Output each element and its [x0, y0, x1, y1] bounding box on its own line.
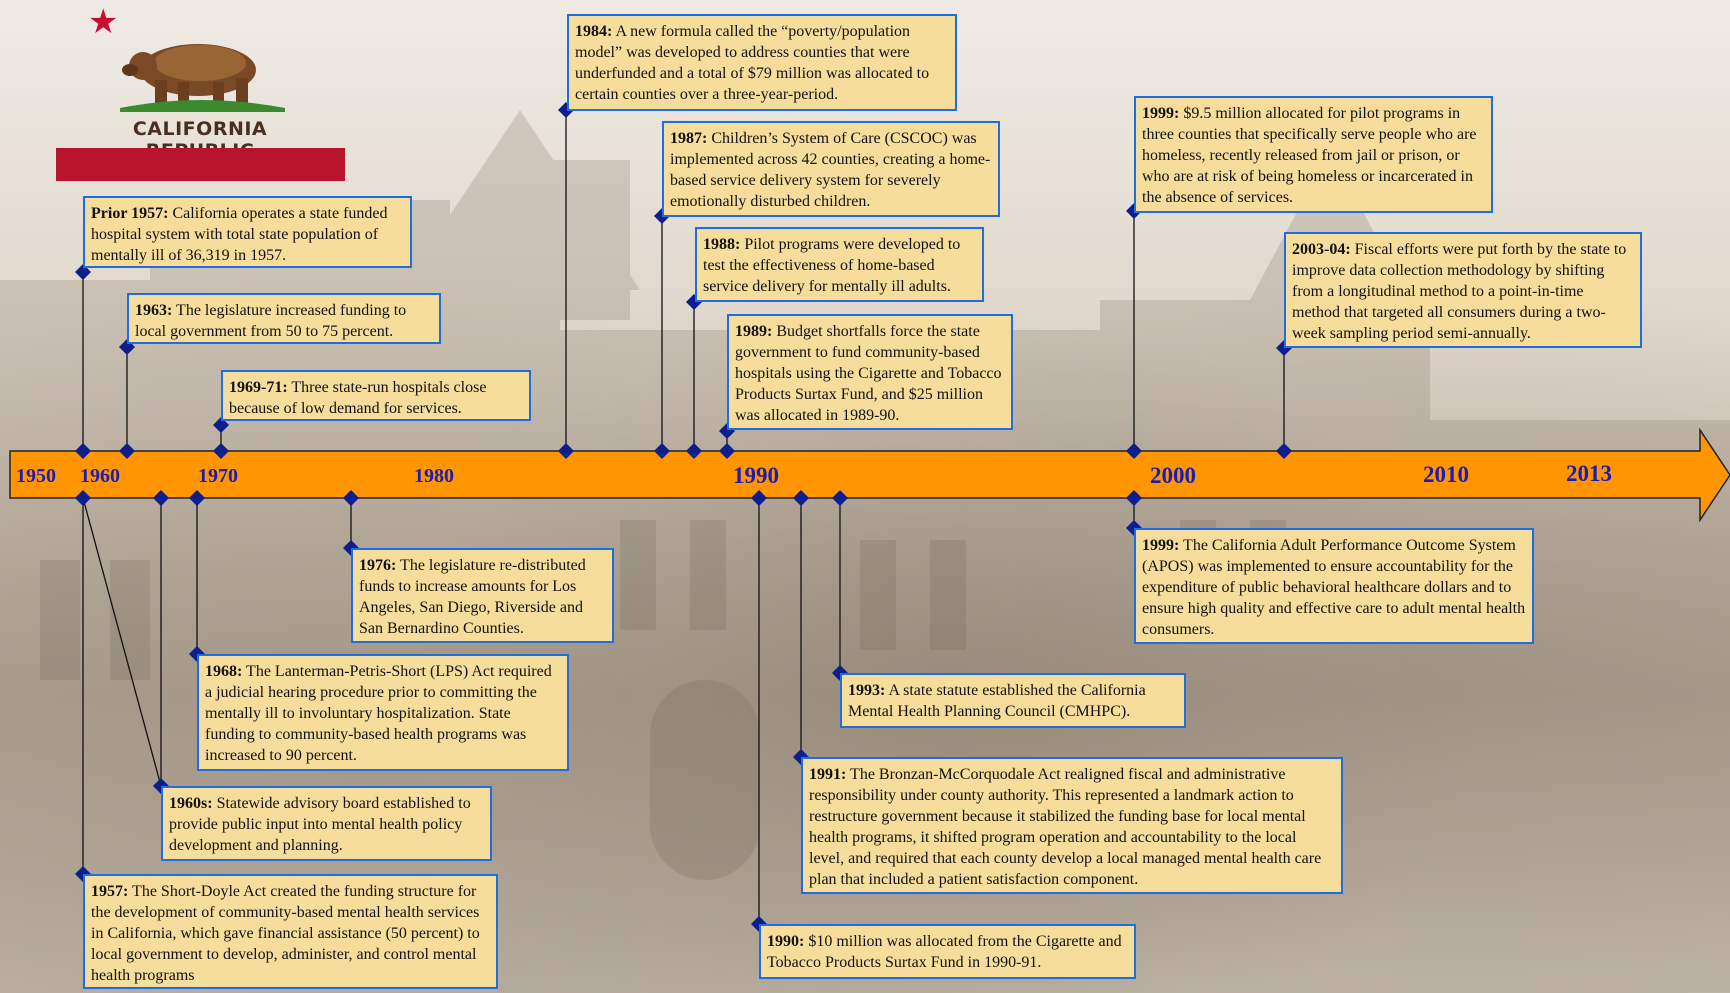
event-year: 1999:: [1142, 105, 1180, 122]
event-box-1989: 1989: Budget shortfalls force the state …: [727, 314, 1013, 430]
event-year: 1984:: [575, 23, 613, 40]
event-year: Prior 1957:: [91, 205, 169, 222]
axis-year-1960: 1960: [80, 465, 120, 487]
diamond-marker-icon: [75, 264, 91, 280]
red-star-icon: ★: [88, 2, 119, 42]
event-year: 1960s:: [169, 795, 213, 812]
diamond-marker-icon: [213, 443, 229, 459]
event-box-1987: 1987: Children’s System of Care (CSCOC) …: [662, 121, 1000, 217]
diamond-marker-icon: [1126, 490, 1142, 506]
event-text: The Bronzan-McCorquodale Act realigned f…: [809, 766, 1322, 888]
event-box-1984: 1984: A new formula called the “poverty/…: [567, 14, 957, 111]
axis-year-2013: 2013: [1566, 461, 1612, 486]
california-bear-flag: [120, 44, 285, 112]
event-year: 2003-04:: [1292, 241, 1351, 258]
event-text: $10 million was allocated from the Cigar…: [767, 933, 1122, 971]
axis-year-1950: 1950: [16, 465, 56, 487]
event-box-1963: 1963: The legislature increased funding …: [127, 293, 441, 344]
event-text: Children’s System of Care (CSCOC) was im…: [670, 130, 991, 210]
event-text: Fiscal efforts were put forth by the sta…: [1292, 241, 1627, 342]
diamond-marker-icon: [189, 490, 205, 506]
axis-year-1980: 1980: [414, 465, 454, 487]
event-box-prior-1957: Prior 1957: California operates a state …: [83, 196, 412, 268]
event-year: 1968:: [205, 663, 243, 680]
event-text: Three state-run hospitals close because …: [229, 379, 487, 417]
event-year: 1963:: [135, 302, 173, 319]
diamond-marker-icon: [75, 490, 91, 506]
axis-year-1990: 1990: [733, 463, 779, 488]
event-text: California operates a state funded hospi…: [91, 205, 388, 264]
diamond-marker-icon: [751, 490, 767, 506]
event-text: Statewide advisory board established to …: [169, 795, 471, 854]
event-year: 1957:: [91, 883, 129, 900]
diamond-marker-icon: [119, 443, 135, 459]
event-box-1960s: 1960s: Statewide advisory board establis…: [161, 786, 492, 861]
diamond-marker-icon: [1126, 443, 1142, 459]
event-text: The California Adult Performance Outcome…: [1142, 537, 1526, 638]
event-text: The legislature re-distributed funds to …: [359, 557, 586, 637]
event-text: The legislature increased funding to loc…: [135, 302, 407, 340]
diamond-marker-icon: [832, 490, 848, 506]
event-year: 1988:: [703, 236, 741, 253]
diamond-marker-icon: [558, 443, 574, 459]
event-box-2003-04: 2003-04: Fiscal efforts were put forth b…: [1284, 232, 1642, 348]
diamond-marker-icon: [793, 490, 809, 506]
event-box-1988: 1988: Pilot programs were developed to t…: [695, 227, 984, 302]
event-box-1968: 1968: The Lanterman-Petris-Short (LPS) A…: [197, 654, 569, 771]
event-year: 1989:: [735, 323, 773, 340]
event-text: A state statute established the Californ…: [848, 682, 1146, 720]
event-year: 1987:: [670, 130, 708, 147]
event-box-1976: 1976: The legislature re-distributed fun…: [351, 548, 614, 643]
axis-year-1970: 1970: [198, 465, 238, 487]
diamond-marker-icon: [153, 490, 169, 506]
event-text: A new formula called the “poverty/popula…: [575, 23, 930, 103]
diamond-marker-icon: [1276, 443, 1292, 459]
diamond-marker-icon: [75, 443, 91, 459]
event-box-1999-pilot: 1999: $9.5 million allocated for pilot p…: [1134, 96, 1493, 213]
connector-lines: [82, 110, 1285, 924]
diamond-marker-icon: [719, 443, 735, 459]
event-box-1999-apos: 1999: The California Adult Performance O…: [1134, 528, 1534, 644]
event-text: The Short-Doyle Act created the funding …: [91, 883, 480, 984]
event-year: 1999:: [1142, 537, 1180, 554]
diamond-marker-icon: [343, 490, 359, 506]
event-text: $9.5 million allocated for pilot program…: [1142, 105, 1477, 206]
event-year: 1993:: [848, 682, 886, 699]
timeline-axis-arrow: [9, 427, 1730, 523]
event-box-1991: 1991: The Bronzan-McCorquodale Act reali…: [801, 757, 1343, 894]
diamond-marker-icon: [213, 417, 229, 433]
event-year: 1990:: [767, 933, 805, 950]
event-text: Pilot programs were developed to test th…: [703, 236, 961, 295]
event-box-1969-71: 1969-71: Three state-run hospitals close…: [221, 370, 531, 421]
axis-year-2000: 2000: [1150, 463, 1196, 488]
flag-red-stripe: [56, 148, 345, 181]
event-year: 1991:: [809, 766, 847, 783]
event-box-1990: 1990: $10 million was allocated from the…: [759, 924, 1136, 979]
diamond-marker-icon: [654, 443, 670, 459]
event-year: 1976:: [359, 557, 397, 574]
event-text: The Lanterman-Petris-Short (LPS) Act req…: [205, 663, 552, 764]
event-year: 1969-71:: [229, 379, 288, 396]
event-box-1957: 1957: The Short-Doyle Act created the fu…: [83, 874, 498, 989]
event-text: Budget shortfalls force the state govern…: [735, 323, 1002, 424]
event-box-1993: 1993: A state statute established the Ca…: [840, 673, 1186, 728]
axis-year-2010: 2010: [1423, 462, 1469, 487]
diamond-marker-icon: [686, 443, 702, 459]
